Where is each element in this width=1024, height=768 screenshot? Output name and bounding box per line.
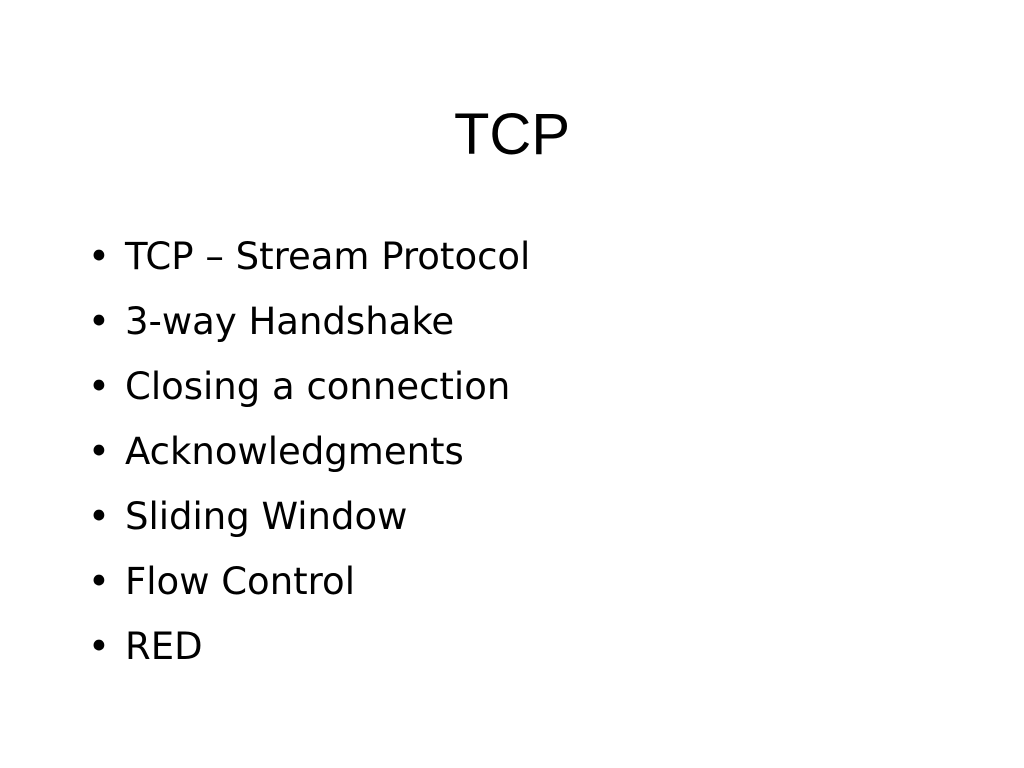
bullet-icon: • [88, 365, 110, 408]
bullet-text: Flow Control [125, 560, 355, 603]
list-item: • Flow Control [88, 551, 530, 616]
bullet-icon: • [88, 300, 110, 343]
bullet-icon: • [88, 430, 110, 473]
bullet-text: 3-way Handshake [125, 300, 455, 343]
bullet-text: Closing a connection [125, 365, 511, 408]
bullet-icon: • [88, 235, 110, 278]
list-item: • 3-way Handshake [88, 291, 530, 356]
bullet-icon: • [88, 625, 110, 668]
list-item: • Acknowledgments [88, 421, 530, 486]
bullet-text: RED [125, 625, 203, 668]
slide-title: TCP [454, 102, 570, 167]
list-item: • Closing a connection [88, 356, 530, 421]
list-item: • TCP – Stream Protocol [88, 226, 530, 291]
bullet-text: Acknowledgments [125, 430, 464, 473]
list-item: • RED [88, 616, 530, 681]
bullet-text: Sliding Window [125, 495, 408, 538]
list-item: • Sliding Window [88, 486, 530, 551]
bullet-icon: • [88, 560, 110, 603]
bullet-list: • TCP – Stream Protocol • 3-way Handshak… [88, 226, 530, 681]
bullet-text: TCP – Stream Protocol [125, 235, 531, 278]
bullet-icon: • [88, 495, 110, 538]
